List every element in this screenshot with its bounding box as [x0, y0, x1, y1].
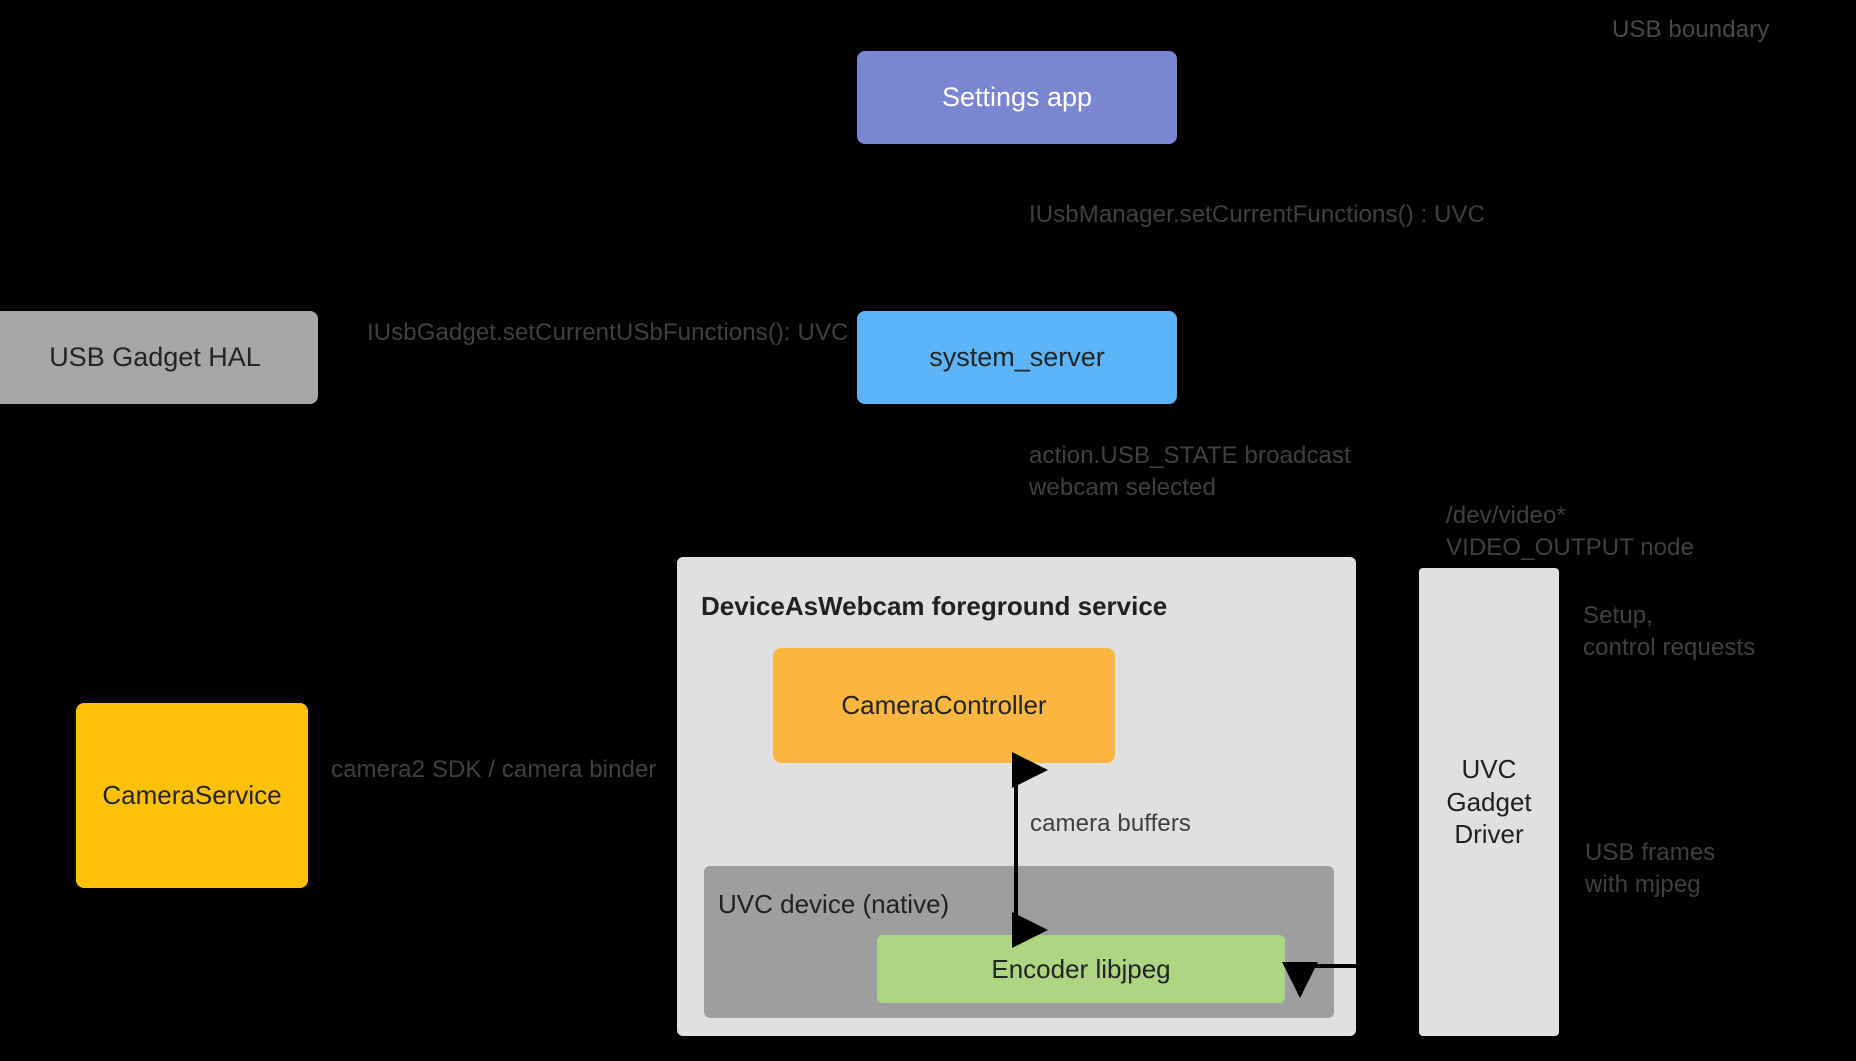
- camera2-sdk-binder-label: camera2 SDK / camera binder: [331, 756, 657, 783]
- usb-boundary-label: USB boundary: [1612, 16, 1770, 43]
- setup-control-requests-label: Setup, control requests: [1583, 602, 1756, 661]
- camera-controller-node[interactable]: CameraController: [773, 648, 1115, 763]
- settings-app-node[interactable]: Settings app: [857, 51, 1177, 144]
- usb-frames-mjpeg-label: USB frames with mjpeg: [1585, 839, 1716, 898]
- deviceaswebcam-service-title: DeviceAsWebcam foreground service: [701, 591, 1168, 621]
- encoder-libjpeg-node[interactable]: Encoder libjpeg: [877, 935, 1285, 1003]
- iusbmanager-setcurrentfunctions-label: IUsbManager.setCurrentFunctions() : UVC: [1029, 201, 1486, 228]
- iusbgadget-setcurrentusbfunctions-label: IUsbGadget.setCurrentUSbFunctions(): UVC: [367, 319, 849, 346]
- system-server-node[interactable]: system_server: [857, 311, 1177, 404]
- usb-state-broadcast-label: action.USB_STATE broadcast webcam select…: [1029, 442, 1351, 501]
- dev-video-node-label: /dev/video* VIDEO_OUTPUT node: [1446, 502, 1695, 561]
- camera-buffers-label: camera buffers: [1030, 810, 1192, 837]
- usb-gadget-hal-node[interactable]: USB Gadget HAL: [0, 311, 318, 404]
- uvc-gadget-driver-node[interactable]: UVC Gadget Driver: [1419, 568, 1559, 1036]
- uvc-device-native-title: UVC device (native): [718, 889, 950, 919]
- camera-service-node[interactable]: CameraService: [76, 703, 308, 888]
